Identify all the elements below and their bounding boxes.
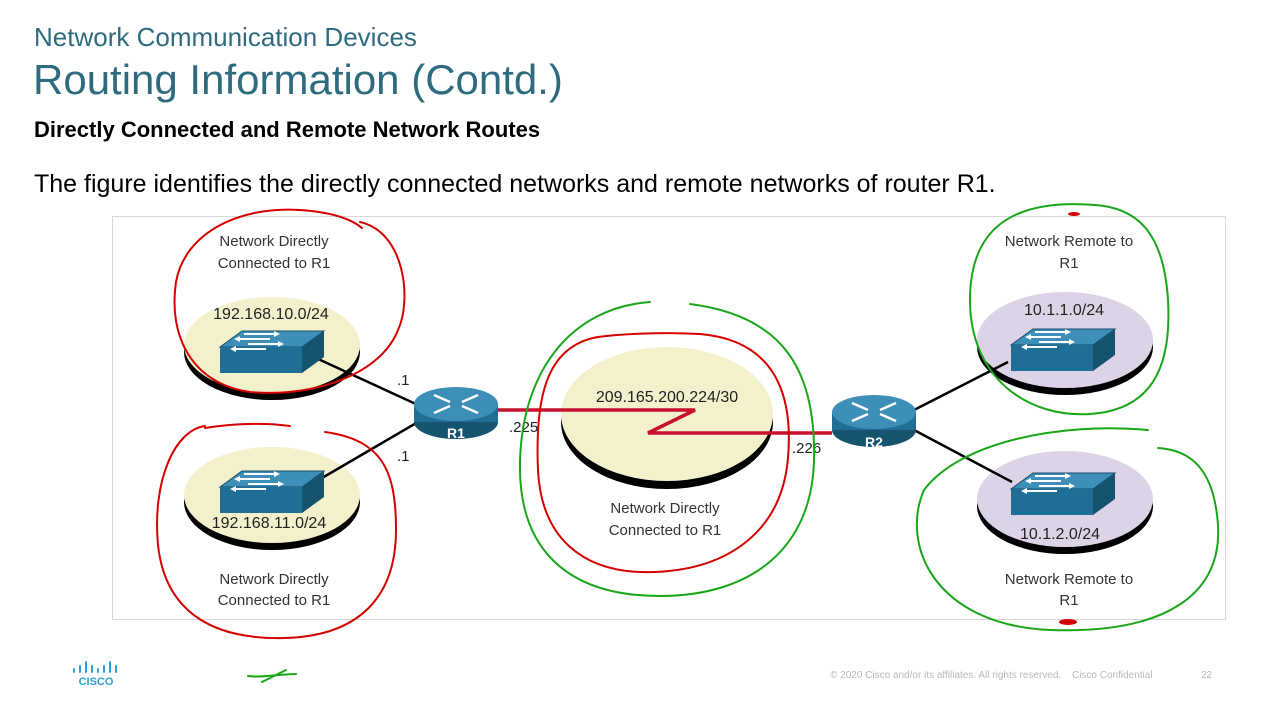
slide-supertitle: Network Communication Devices: [34, 22, 417, 52]
network-caption: Network Directly: [610, 500, 720, 517]
router-label-r1: R1: [447, 425, 465, 441]
switch-icon: [219, 330, 325, 374]
green-annotation-marks: [247, 203, 1220, 683]
interface-label: .1: [397, 372, 410, 389]
interface-label: .1: [397, 448, 410, 465]
network-caption: Network Remote to: [1005, 571, 1133, 588]
network-caption: Network Directly: [219, 571, 329, 588]
network-address: 10.1.1.0/24: [1024, 302, 1104, 319]
slide-description: The figure identifies the directly conne…: [34, 170, 996, 198]
logo-text: CISCO: [79, 676, 114, 688]
network-caption: R1: [1059, 255, 1078, 272]
interface-label: .226: [792, 440, 821, 457]
switch-icon: [1010, 328, 1116, 372]
slide-title: Routing Information (Contd.): [33, 56, 563, 103]
network-caption: R1: [1059, 592, 1078, 609]
red-annotation-marks: [156, 208, 790, 640]
network-caption: Network Directly: [219, 233, 329, 250]
network-caption: Connected to R1: [609, 522, 722, 539]
network-caption: Network Remote to: [1005, 233, 1133, 250]
network-caption: Connected to R1: [218, 592, 331, 609]
page-number: 22: [1201, 670, 1213, 681]
footer: © 2020 Cisco and/or its affiliates. All …: [830, 670, 1161, 681]
network-address: 10.1.2.0/24: [1020, 526, 1100, 543]
router-label-r2: R2: [865, 434, 883, 450]
network-address: 192.168.10.0/24: [213, 306, 329, 323]
network-address: 192.168.11.0/24: [212, 515, 327, 532]
copyright-text: © 2020 Cisco and/or its affiliates. All …: [830, 670, 1062, 681]
network-address: 209.165.200.224/30: [596, 389, 738, 406]
section-heading: Directly Connected and Remote Network Ro…: [34, 117, 541, 142]
switch-icon: [1010, 472, 1116, 516]
network-ellipse-209-165-200-224: [561, 347, 773, 489]
red-ink-dots: [1059, 212, 1080, 625]
network-caption: Connected to R1: [218, 255, 331, 272]
switch-icon: [219, 470, 325, 514]
serial-link: [498, 408, 832, 435]
cisco-logo: CISCO: [73, 661, 117, 688]
confidential-text: Cisco Confidential: [1071, 670, 1153, 681]
